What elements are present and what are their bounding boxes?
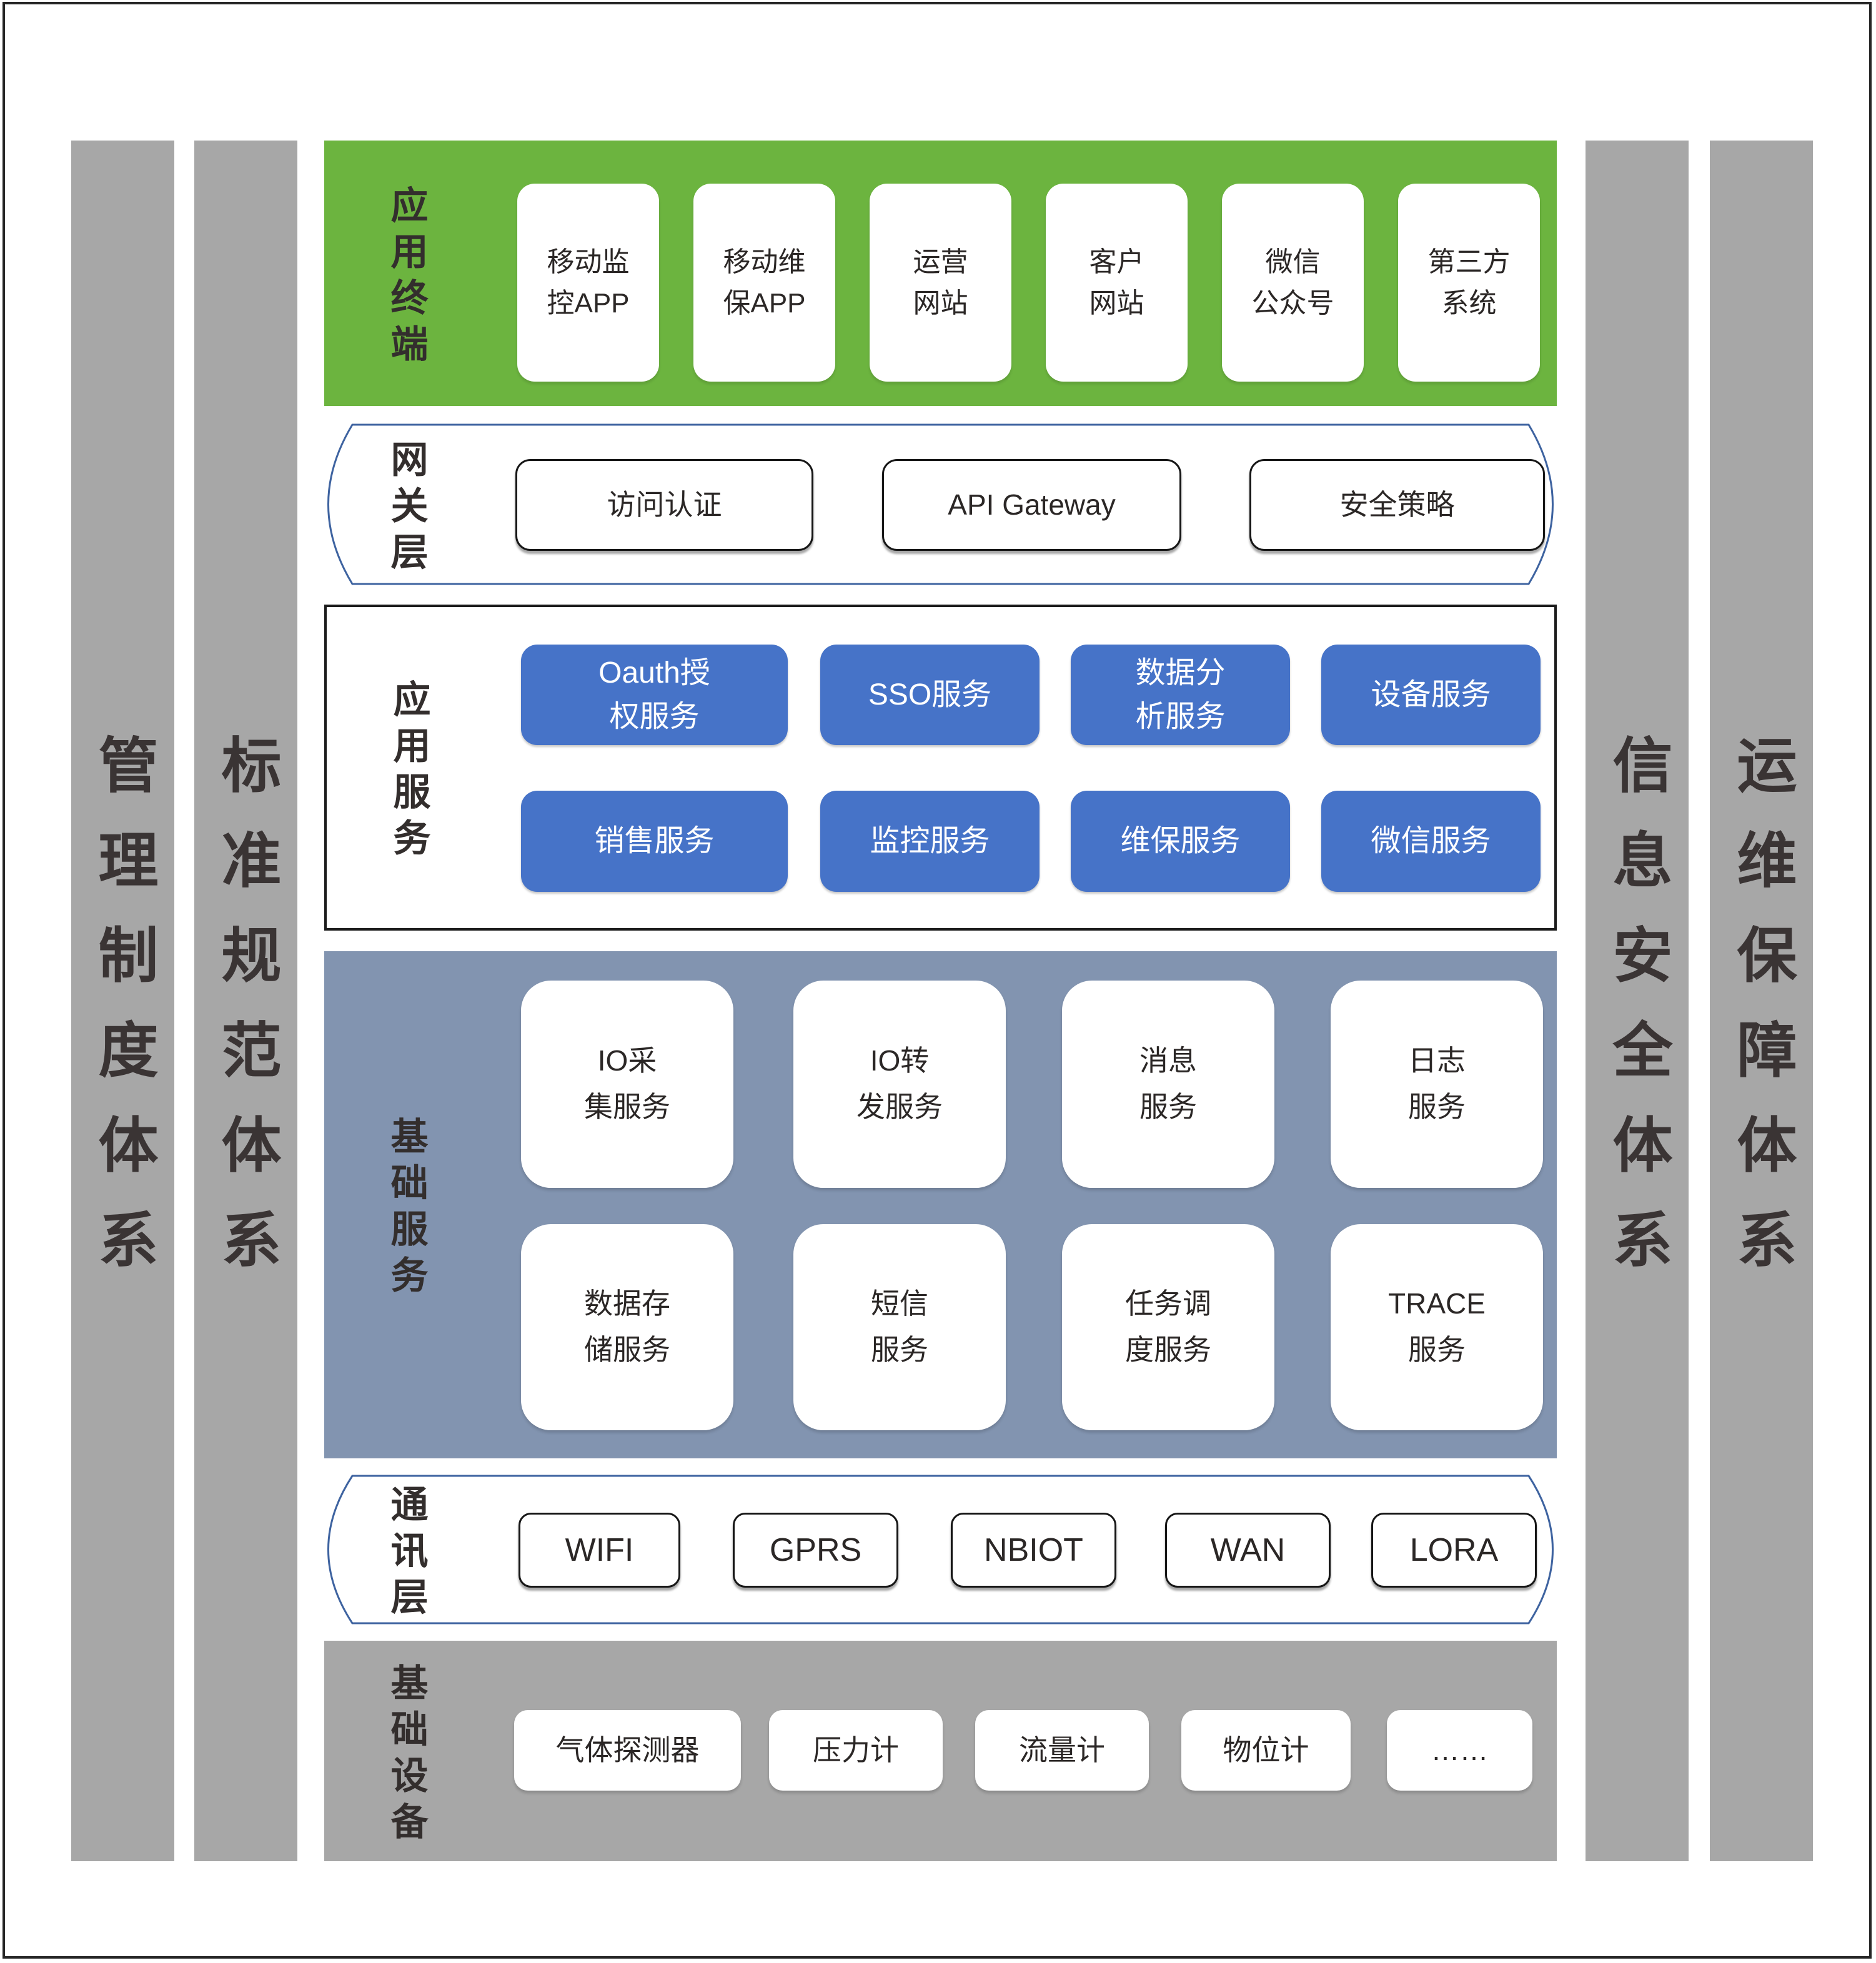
node-device-service: 设备服务 (1321, 645, 1541, 745)
node-nbiot: NBIOT (951, 1513, 1116, 1588)
node-data-analysis-service: 数据分 析服务 (1071, 645, 1290, 745)
node-lora: LORA (1371, 1513, 1537, 1588)
node-wechat-official-account: 微信 公众号 (1222, 184, 1364, 382)
node-mobile-monitoring-app: 移动监 控APP (517, 184, 659, 382)
node-monitoring-service: 监控服务 (820, 791, 1040, 892)
pillar-management-system: 管理制度体系 (71, 141, 174, 1861)
layer-basic-services-label: 基础服务 (385, 1117, 427, 1302)
diagram-main-column: 应用终端 移动监 控APP 移动维 保APP 运营 网站 客户 网站 微信 公众… (324, 0, 1557, 1963)
node-gprs: GPRS (733, 1513, 898, 1588)
layer-basic-devices-label: 基础设备 (385, 1663, 427, 1848)
node-gas-detector: 气体探测器 (514, 1710, 741, 1791)
pillar-ops-support-system: 运维保障体系 (1710, 141, 1813, 1861)
node-mobile-maintenance-app: 移动维 保APP (693, 184, 835, 382)
node-api-gateway: API Gateway (882, 459, 1181, 551)
layer-app-terminal-label: 应用终端 (385, 185, 427, 370)
node-operations-website: 运营 网站 (870, 184, 1011, 382)
node-sms-service: 短信 服务 (793, 1224, 1006, 1430)
pillar-standards-system: 标准规范体系 (194, 141, 297, 1861)
layer-app-terminal: 应用终端 移动监 控APP 移动维 保APP 运营 网站 客户 网站 微信 公众… (324, 141, 1557, 406)
node-security-policy: 安全策略 (1249, 459, 1545, 551)
layer-communication-label: 通讯层 (385, 1485, 427, 1623)
node-io-forward-service: IO转 发服务 (793, 981, 1006, 1188)
layer-basic-devices: 基础设备 气体探测器 压力计 流量计 物位计 …… (324, 1641, 1557, 1861)
layer-basic-services: 基础服务 IO采 集服务 IO转 发服务 消息 服务 日志 服务 数据存 储服务… (324, 951, 1557, 1458)
pillar-ops-support-system-label: 运维保障体系 (1728, 733, 1795, 1303)
node-flow-meter: 流量计 (975, 1710, 1149, 1791)
node-more-devices: …… (1387, 1710, 1532, 1791)
node-data-storage-service: 数据存 储服务 (521, 1224, 733, 1430)
node-task-schedule-service: 任务调 度服务 (1062, 1224, 1274, 1430)
node-oauth-service: Oauth授 权服务 (521, 645, 788, 745)
node-trace-service: TRACE 服务 (1331, 1224, 1543, 1430)
layer-gateway-label: 网关层 (385, 439, 427, 578)
node-log-service: 日志 服务 (1331, 981, 1543, 1188)
pillar-management-system-label: 管理制度体系 (89, 733, 156, 1303)
node-io-collect-service: IO采 集服务 (521, 981, 733, 1188)
node-level-meter: 物位计 (1181, 1710, 1351, 1791)
node-access-auth: 访问认证 (515, 459, 813, 551)
node-customer-website: 客户 网站 (1046, 184, 1188, 382)
node-third-party-system: 第三方 系统 (1398, 184, 1540, 382)
node-wan: WAN (1165, 1513, 1331, 1588)
layer-communication: 通讯层 WIFI GPRS NBIOT WAN LORA (324, 1474, 1557, 1625)
pillar-standards-system-label: 标准规范体系 (212, 733, 279, 1303)
layer-gateway: 网关层 访问认证 API Gateway 安全策略 (324, 423, 1557, 586)
node-wechat-service: 微信服务 (1321, 791, 1541, 892)
node-wifi: WIFI (519, 1513, 680, 1588)
pillar-info-security-system-label: 信息安全体系 (1604, 733, 1670, 1303)
pillar-info-security-system: 信息安全体系 (1586, 141, 1689, 1861)
node-pressure-gauge: 压力计 (769, 1710, 943, 1791)
node-maintenance-service: 维保服务 (1071, 791, 1290, 892)
node-sso-service: SSO服务 (820, 645, 1040, 745)
layer-app-services: 应用服务 Oauth授 权服务 SSO服务 数据分 析服务 设备服务 销售服务 … (324, 605, 1557, 931)
layer-app-services-label: 应用服务 (388, 680, 430, 864)
node-message-service: 消息 服务 (1062, 981, 1274, 1188)
node-sales-service: 销售服务 (521, 791, 788, 892)
